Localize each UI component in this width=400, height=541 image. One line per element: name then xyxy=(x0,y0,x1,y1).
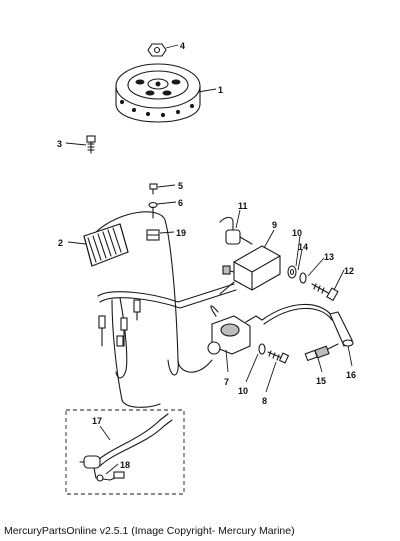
callout-6: 6 xyxy=(178,198,183,208)
callout-17: 17 xyxy=(92,416,102,426)
flywheel-nut xyxy=(147,43,167,57)
callout-1: 1 xyxy=(218,85,223,95)
stator-coil xyxy=(83,211,179,376)
callout-5: 5 xyxy=(178,181,183,191)
callout-labels: 1 2 3 4 5 6 7 8 9 10 10 11 12 13 14 15 1… xyxy=(57,41,356,470)
callout-4: 4 xyxy=(180,41,185,51)
callout-18: 18 xyxy=(120,460,130,470)
wire-clamp xyxy=(146,229,160,241)
capacitor xyxy=(219,216,253,245)
stop-switch-kit xyxy=(65,409,185,495)
spark-plug xyxy=(304,343,339,362)
callout-13: 13 xyxy=(324,252,334,262)
coil-mounting-hardware xyxy=(287,265,339,302)
callout-10-lower: 10 xyxy=(238,386,248,396)
ignition-module xyxy=(207,303,333,355)
flywheel xyxy=(115,63,201,123)
ignition-coil xyxy=(219,245,281,295)
callout-2: 2 xyxy=(58,238,63,248)
callout-7: 7 xyxy=(224,377,229,387)
callout-16: 16 xyxy=(346,370,356,380)
callout-10-upper: 10 xyxy=(292,228,302,238)
copyright-footer: MercuryPartsOnline v2.5.1 (Image Copyrig… xyxy=(4,525,295,537)
callout-9: 9 xyxy=(272,220,277,230)
callout-3: 3 xyxy=(57,139,62,149)
leader-lines xyxy=(65,44,353,475)
callout-19: 19 xyxy=(176,228,186,238)
screw-and-washer xyxy=(148,183,158,219)
callout-12: 12 xyxy=(344,266,354,276)
wiring-harness xyxy=(97,283,237,408)
stator-screw xyxy=(86,135,96,154)
module-mounting-hardware xyxy=(258,343,290,364)
callout-15: 15 xyxy=(316,376,326,386)
callout-8: 8 xyxy=(262,396,267,406)
spark-plug-boot xyxy=(329,311,354,347)
callout-14: 14 xyxy=(298,242,308,252)
callout-11: 11 xyxy=(238,201,248,211)
